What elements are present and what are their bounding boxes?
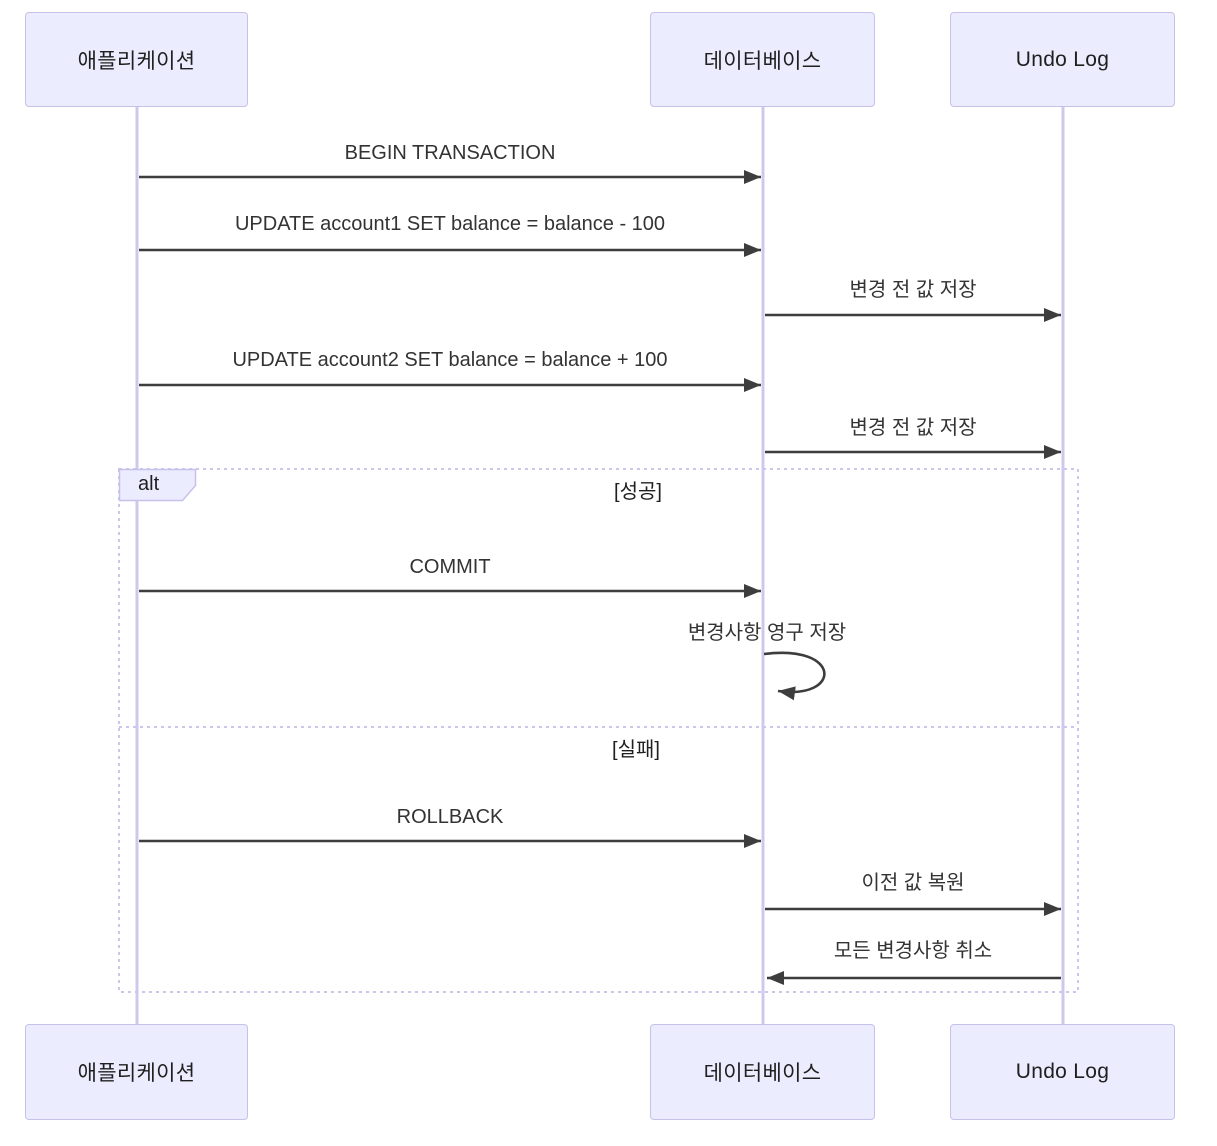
message-rollback: ROLLBACK — [396, 806, 504, 828]
message-save-old-value-2: 변경 전 값 저장 — [849, 417, 977, 439]
message-commit: COMMIT — [409, 556, 491, 578]
message-begin-transaction: BEGIN TRANSACTION — [344, 142, 556, 164]
alt-guard-failure: [실패] — [612, 739, 660, 761]
actor-undo-log-top: Undo Log — [950, 12, 1175, 107]
message-restore-old-value: 이전 값 복원 — [861, 872, 965, 894]
message-cancel-all-changes: 모든 변경사항 취소 — [833, 940, 993, 962]
arrow-self-loop-persist — [763, 651, 826, 701]
message-save-old-value-1: 변경 전 값 저장 — [849, 279, 977, 301]
message-update-account2: UPDATE account2 SET balance = balance + … — [232, 349, 668, 371]
message-persist-changes: 변경사항 영구 저장 — [687, 622, 847, 644]
alt-guard-success: [성공] — [614, 481, 662, 503]
actor-application-top: 애플리케이션 — [25, 12, 248, 107]
alt-frame — [118, 468, 1079, 993]
actor-application-bottom: 애플리케이션 — [25, 1024, 248, 1120]
actor-database-bottom: 데이터베이스 — [650, 1024, 875, 1120]
actor-undo-log-bottom: Undo Log — [950, 1024, 1175, 1120]
message-update-account1: UPDATE account1 SET balance = balance - … — [234, 213, 666, 235]
actor-database-top: 데이터베이스 — [650, 12, 875, 107]
alt-frame-label: alt — [138, 473, 160, 495]
alt-label-shape — [118, 468, 197, 502]
